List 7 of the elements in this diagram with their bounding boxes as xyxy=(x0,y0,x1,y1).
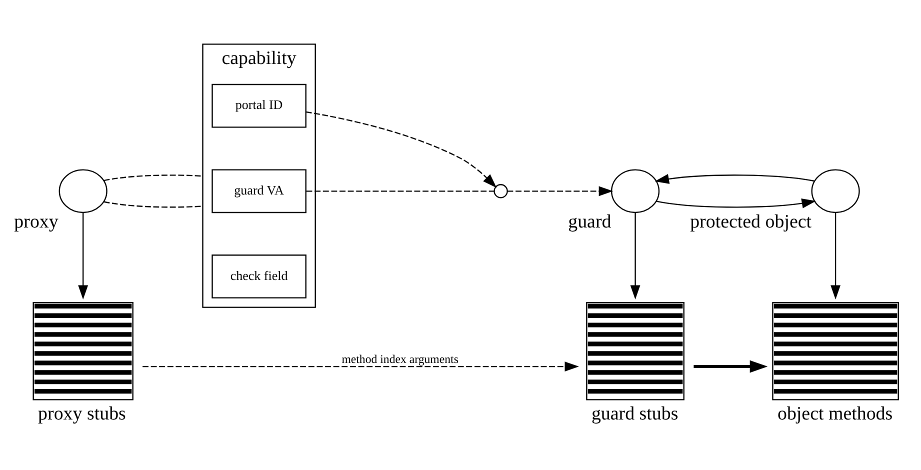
node-label: guard stubs xyxy=(591,404,678,425)
node-label: proxy stubs xyxy=(38,404,126,425)
edge-label: method index arguments xyxy=(342,352,458,366)
node-label: object methods xyxy=(777,404,893,425)
node-label: protected object xyxy=(690,212,812,233)
node-label: guard xyxy=(568,212,612,233)
node-label: proxy xyxy=(14,212,58,233)
